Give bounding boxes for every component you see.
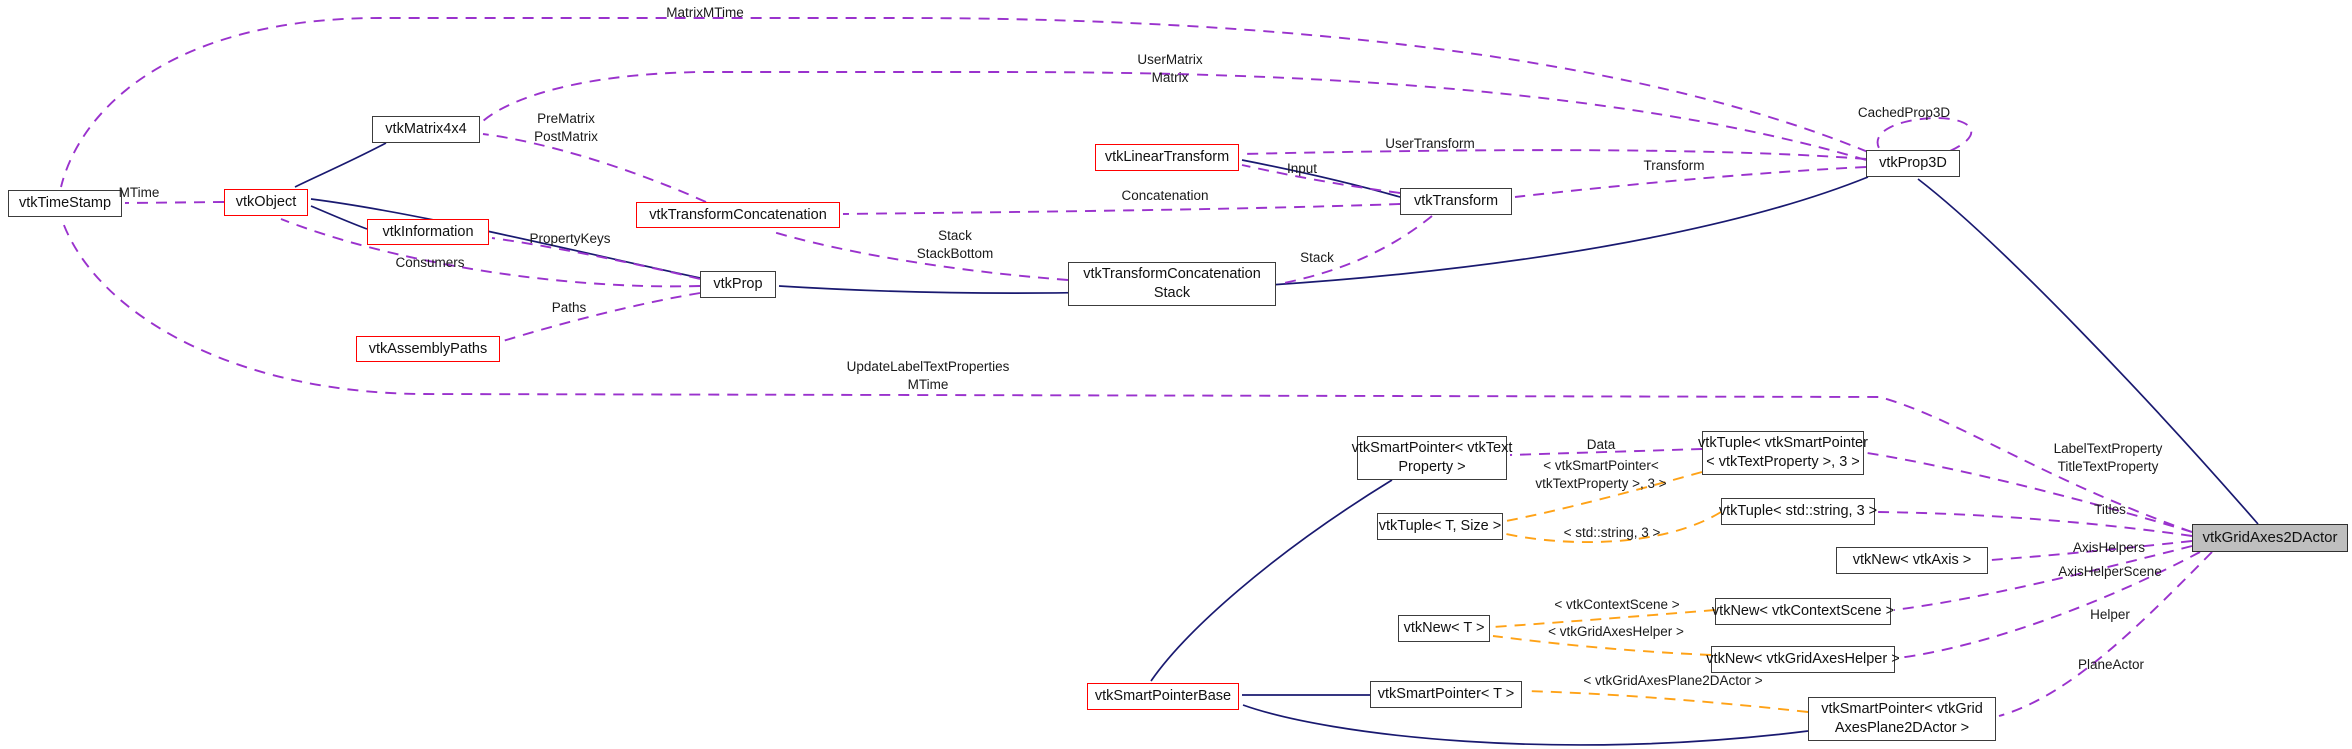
edge-inh-spplane-spbase — [1242, 704, 1809, 746]
node-tuple_str-label: vtkTuple< std::string, 3 > — [1718, 503, 1878, 520]
edge-inh-transform-lineartransform — [1241, 159, 1401, 198]
edge-use-concatenation — [842, 203, 1401, 215]
edge-inh-information-object — [310, 205, 368, 230]
node-lineartransform-label: vtkLinearTransform — [1104, 149, 1230, 166]
edge-inh-matrix4x4-object — [294, 142, 387, 188]
edge-use-stack-stackbottom — [769, 230, 1069, 281]
edge-use-usertransform — [1241, 149, 1867, 160]
edge-tpl-tuple-str — [1505, 511, 1722, 544]
edge-use-cachedprop3d — [1876, 117, 1973, 152]
edge-tpl-new-helper — [1492, 635, 1712, 656]
edge-use-prematrix — [482, 133, 707, 203]
edge-inh-gridaxes-prop3d — [1917, 178, 2259, 525]
edge-tpl-new-ctx — [1492, 609, 1716, 628]
node-prop-label: vtkProp — [713, 276, 763, 293]
edge-use-usermatrix — [482, 71, 1867, 161]
edge-use-data — [1509, 448, 1703, 456]
node-tuple_sp-label: < vtkTextProperty >, 3 > — [1706, 454, 1860, 470]
node-tuple_t[interactable]: vtkTuple< T, Size > — [1377, 513, 1503, 540]
edge-inh-prop3d-prop — [778, 176, 1869, 294]
node-new_ctx[interactable]: vtkNew< vtkContextScene > — [1711, 598, 1895, 625]
node-matrix4x4-label: vtkMatrix4x4 — [385, 121, 467, 138]
edge-use-planeactor — [1998, 551, 2213, 717]
edge-use-titles — [1877, 511, 2193, 537]
node-object[interactable]: vtkObject — [224, 189, 308, 216]
node-new_t[interactable]: vtkNew< T > — [1398, 615, 1490, 642]
edge-use-input — [1241, 164, 1401, 194]
edge-use-helper — [1897, 551, 2201, 659]
node-assemblypaths-label: vtkAssemblyPaths — [368, 340, 488, 357]
node-lineartransform[interactable]: vtkLinearTransform — [1095, 144, 1239, 171]
node-new_axis-label: vtkNew< vtkAxis > — [1852, 552, 1972, 569]
node-new_axis[interactable]: vtkNew< vtkAxis > — [1836, 547, 1988, 574]
edge-use-axishelpers — [1990, 540, 2193, 561]
edge-use-stack — [1278, 215, 1433, 285]
node-sp_textprop-label: vtkSmartPointer< vtkText — [1351, 440, 1513, 457]
node-tuple_sp[interactable]: vtkTuple< vtkSmartPointer < vtkTextProper… — [1698, 431, 1868, 475]
node-tcstack-label: vtkTransformConcatenation — [1083, 266, 1261, 283]
node-tuple_str[interactable]: vtkTuple< std::string, 3 > — [1718, 498, 1878, 525]
node-prop3d[interactable]: vtkProp3D — [1866, 150, 1960, 177]
edge-use-consumers — [280, 218, 701, 288]
node-spbase-label: vtkSmartPointerBase — [1094, 688, 1232, 705]
node-sp_plane-label: vtkSmartPointer< vtkGrid — [1821, 701, 1983, 718]
edge-use-mtime — [124, 201, 225, 204]
node-prop[interactable]: vtkProp — [700, 271, 776, 298]
node-tuple_t-label: vtkTuple< T, Size > — [1378, 518, 1502, 535]
node-new_ctx-label: vtkNew< vtkContextScene > — [1711, 603, 1895, 620]
node-tcstack-label: Stack — [1153, 285, 1191, 301]
node-timestamp-label: vtkTimeStamp — [18, 195, 112, 212]
node-spbase[interactable]: vtkSmartPointerBase — [1087, 683, 1239, 710]
node-gridaxes[interactable]: vtkGridAxes2DActor — [2192, 524, 2348, 552]
node-information-label: vtkInformation — [382, 223, 474, 240]
node-object-label: vtkObject — [235, 194, 297, 211]
node-sp_textprop-label: Property > — [1398, 459, 1466, 475]
node-sp_t-label: vtkSmartPointer< T > — [1377, 686, 1515, 703]
edge-use-matrixmtime — [60, 17, 1869, 188]
node-gridaxes-label: vtkGridAxes2DActor — [2202, 529, 2338, 547]
node-prop3d-label: vtkProp3D — [1879, 155, 1947, 172]
edge-tpl-tuple-sp — [1505, 471, 1703, 522]
node-transform-label: vtkTransform — [1413, 193, 1499, 210]
edge-use-axishelperscene — [1893, 545, 2193, 611]
node-timestamp[interactable]: vtkTimeStamp — [8, 190, 122, 217]
edge-use-paths — [502, 292, 701, 342]
node-sp_t[interactable]: vtkSmartPointer< T > — [1370, 681, 1522, 708]
node-sp_plane-label: AxesPlane2DActor > — [1834, 720, 1970, 736]
node-new_helper-label: vtkNew< vtkGridAxesHelper > — [1706, 651, 1900, 668]
edge-tpl-sp-plane — [1524, 690, 1809, 713]
edge-use-transform — [1514, 166, 1867, 198]
edge-inh-sptextprop-spbase — [1150, 479, 1393, 682]
node-transformconcat[interactable]: vtkTransformConcatenation — [636, 202, 840, 228]
node-matrix4x4[interactable]: vtkMatrix4x4 — [372, 116, 480, 143]
edge-use-labeltextprop — [1866, 452, 2193, 533]
node-information[interactable]: vtkInformation — [367, 219, 489, 245]
node-tuple_sp-label: vtkTuple< vtkSmartPointer — [1698, 435, 1868, 452]
node-new_t-label: vtkNew< T > — [1403, 620, 1485, 637]
node-transformconcat-label: vtkTransformConcatenation — [649, 206, 827, 223]
node-transform[interactable]: vtkTransform — [1400, 188, 1512, 215]
node-assemblypaths[interactable]: vtkAssemblyPaths — [356, 336, 500, 362]
edge-use-propertykeys — [491, 237, 701, 280]
node-new_helper[interactable]: vtkNew< vtkGridAxesHelper > — [1706, 646, 1900, 673]
